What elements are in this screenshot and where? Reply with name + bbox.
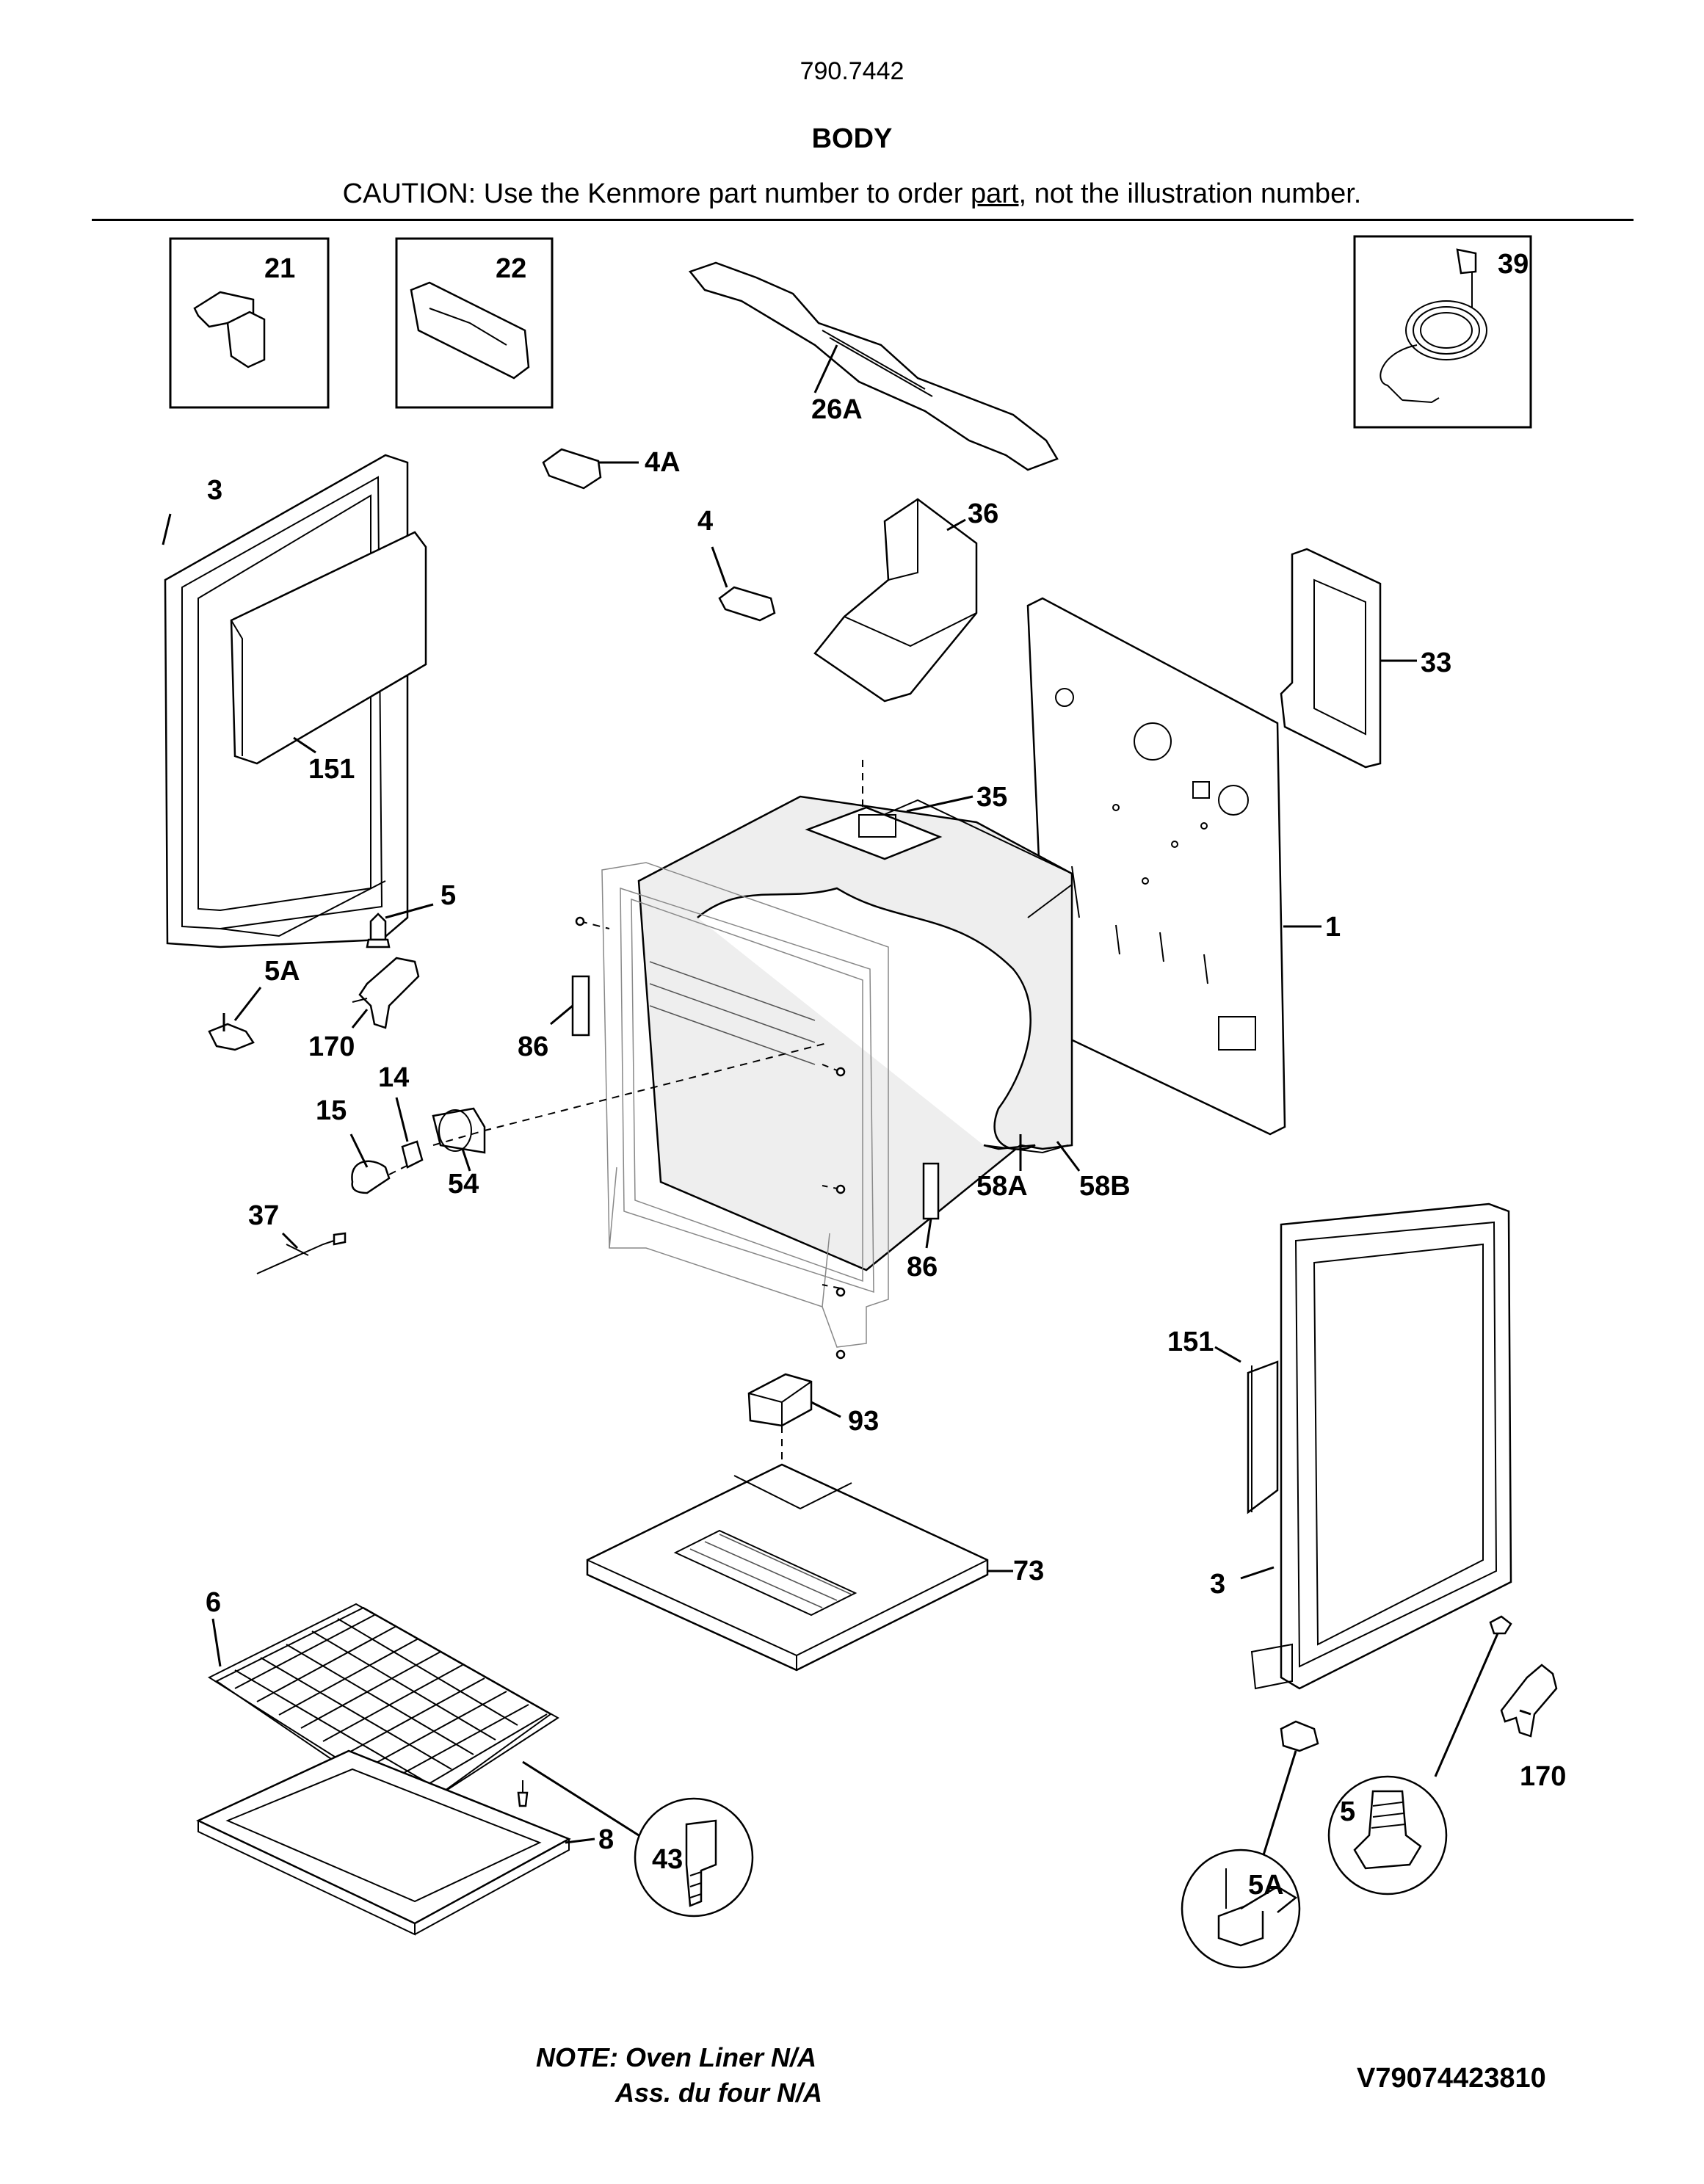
callout-5-right: 5 <box>1340 1796 1355 1827</box>
header-rule <box>92 219 1634 221</box>
callout-22: 22 <box>496 253 526 284</box>
callout-86-right: 86 <box>907 1252 938 1283</box>
part-170-bracket-left: 170 <box>308 957 420 1062</box>
caution-text: CAUTION: Use the Kenmore part number to … <box>0 178 1704 210</box>
callout-93: 93 <box>848 1406 879 1437</box>
callout-151-left: 151 <box>308 754 355 785</box>
part-4-clip: 4 <box>697 506 776 622</box>
callout-26A: 26A <box>811 394 863 425</box>
callout-5-left: 5 <box>440 880 456 911</box>
part-5A-leveler-right: 5A <box>1181 1720 1319 1969</box>
callout-170-left: 170 <box>308 1031 355 1062</box>
callout-4: 4 <box>697 506 713 537</box>
part-93-foot: 93 <box>747 1373 879 1461</box>
part-33-panel: 33 <box>1280 548 1451 769</box>
callout-36: 36 <box>968 498 998 529</box>
part-39-box: 39 <box>1353 235 1532 429</box>
part-21-box: 21 <box>169 237 330 409</box>
part-3-right-door: 151 3 <box>1167 1202 1512 1690</box>
part-86-right-hinge: 86 <box>907 1162 940 1283</box>
part-5-leveler-right: 5 <box>1327 1615 1512 1895</box>
part-37-probe: 37 <box>248 1200 347 1274</box>
callout-3-left: 3 <box>207 475 222 506</box>
part-36-duct: 36 <box>813 498 998 703</box>
callout-39: 39 <box>1498 249 1529 280</box>
callout-8: 8 <box>598 1824 614 1855</box>
callout-73: 73 <box>1013 1556 1044 1586</box>
callout-4A: 4A <box>645 447 681 478</box>
lamp-assembly: 54 14 15 <box>316 1042 830 1200</box>
part-73-bottom-panel: 73 <box>586 1463 1044 1672</box>
note-line-1: NOTE: Oven Liner N/A <box>536 2042 817 2072</box>
part-43-screw-detail: 43 <box>517 1760 754 1918</box>
callout-86-left: 86 <box>518 1031 548 1062</box>
page-title: BODY <box>811 123 893 154</box>
part-22-box: 22 <box>395 237 554 409</box>
part-4A-clip: 4A <box>542 447 681 490</box>
callout-37: 37 <box>248 1200 279 1231</box>
callout-170-right: 170 <box>1520 1761 1566 1792</box>
callout-3-right: 3 <box>1210 1569 1225 1600</box>
part-86-left-hinge: 86 <box>518 975 590 1062</box>
caution-prefix: CAUTION: Use the Kenmore part number to … <box>342 178 971 209</box>
callout-5A-left: 5A <box>264 956 300 987</box>
model-number: 790.7442 <box>800 57 904 85</box>
oven-front-frame <box>575 862 889 1360</box>
figure-id: V79074423810 <box>1357 2063 1546 2094</box>
callout-151-right: 151 <box>1167 1327 1214 1357</box>
part-5-leveler-left: 5 <box>366 880 456 948</box>
callout-35: 35 <box>976 782 1007 813</box>
part-8-drawer: 8 <box>196 1749 614 1936</box>
caution-underlined: part <box>971 178 1019 209</box>
callout-33: 33 <box>1421 647 1451 678</box>
part-26A-bracket: 26A <box>688 261 1059 471</box>
part-3-left-door: 3 151 <box>162 454 427 948</box>
callout-5A-right: 5A <box>1248 1870 1284 1901</box>
part-170-bracket-right: 170 <box>1500 1664 1566 1792</box>
callout-6: 6 <box>206 1587 221 1618</box>
callout-54: 54 <box>448 1169 479 1200</box>
note-line-2: Ass. du four N/A <box>615 2078 823 2108</box>
callout-58B: 58B <box>1079 1171 1131 1202</box>
part-5A-leveler-left: 5A <box>208 956 300 1051</box>
callout-15: 15 <box>316 1095 347 1126</box>
callout-1: 1 <box>1325 912 1341 943</box>
callout-21: 21 <box>264 253 295 284</box>
caution-suffix: , not the illustration number. <box>1018 178 1362 209</box>
callout-14: 14 <box>378 1062 409 1093</box>
oven-body: 35 58A 58B <box>637 760 1131 1271</box>
callout-58A: 58A <box>976 1171 1028 1202</box>
part-6-rack: 6 <box>206 1587 559 1815</box>
callout-43: 43 <box>652 1844 683 1875</box>
